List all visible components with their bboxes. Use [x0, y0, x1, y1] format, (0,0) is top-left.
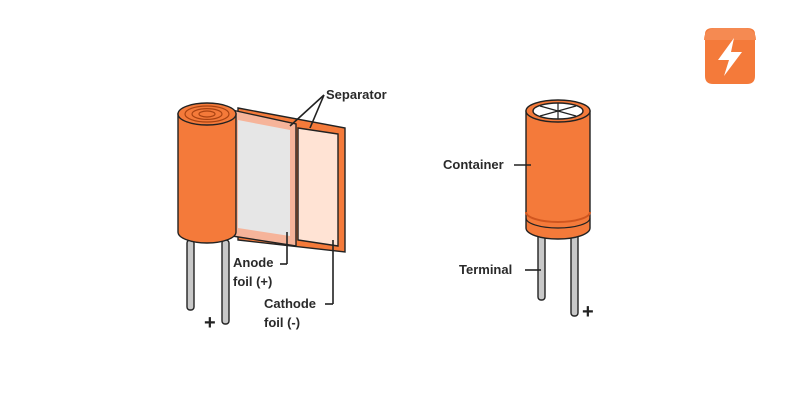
right-plus-sign: +: [582, 301, 594, 323]
separator-sheet-back: [297, 127, 339, 247]
internal-structure: Separator Anode foil (+) Cathode foil (-…: [177, 87, 387, 334]
anode-label-line1: Anode: [233, 255, 273, 270]
right-lead-positive: [570, 231, 579, 317]
left-lead-positive: [186, 239, 195, 311]
separator-pointer-1: [289, 94, 325, 127]
left-plus-sign: +: [204, 312, 216, 334]
lightning-bolt-badge-icon: [704, 28, 756, 84]
anode-label-line2: foil (+): [233, 274, 272, 289]
capacitor-can: [525, 99, 591, 240]
cathode-label-line2: foil (-): [264, 315, 300, 330]
exterior-view: Container Terminal +: [443, 99, 594, 323]
container-label: Container: [443, 157, 504, 172]
right-lead-negative: [537, 231, 546, 301]
rolled-capacitor-body: [177, 102, 237, 244]
cathode-label-line1: Cathode: [264, 296, 316, 311]
terminal-label: Terminal: [459, 262, 512, 277]
anode-foil-surface: [238, 120, 290, 236]
left-lead-negative: [221, 239, 230, 325]
separator-pointer-2: [309, 94, 325, 129]
separator-label: Separator: [326, 87, 387, 102]
